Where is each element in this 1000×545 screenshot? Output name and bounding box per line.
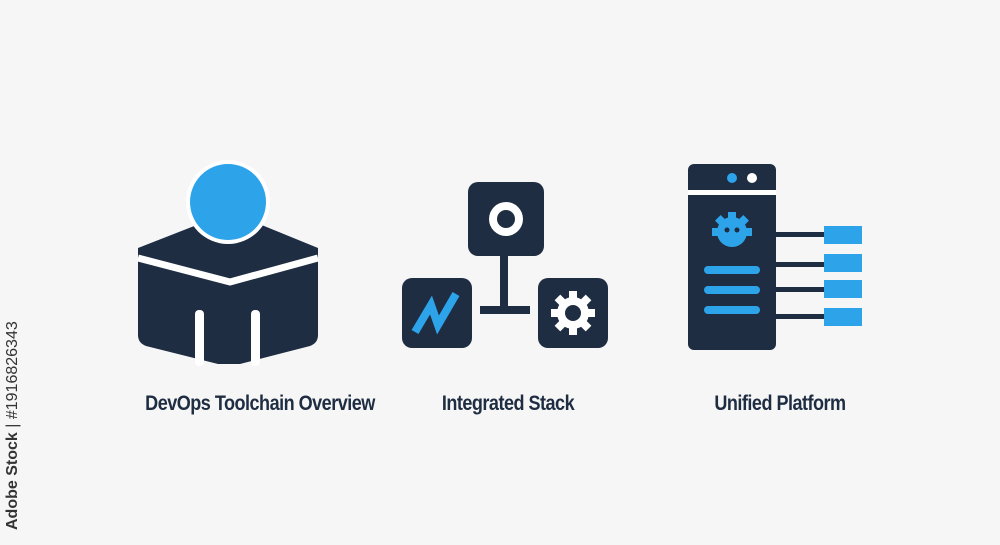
stock-separator: | [4, 423, 21, 428]
devops-toolchain-caption: DevOps Toolchain Overview [145, 392, 375, 415]
stock-id-label: Adobe Stock | #1916826343 [0, 300, 40, 530]
stock-id-text: #1916826343 [4, 321, 21, 420]
devops-toolchain-icon [137, 160, 319, 366]
unified-platform-caption: Unified Platform [714, 392, 846, 415]
unified-platform-icon [688, 164, 862, 350]
integrated-stack-caption: Integrated Stack [441, 392, 575, 415]
stock-brand-text: Adobe Stock [4, 432, 21, 530]
integrated-stack-icon [402, 182, 608, 348]
